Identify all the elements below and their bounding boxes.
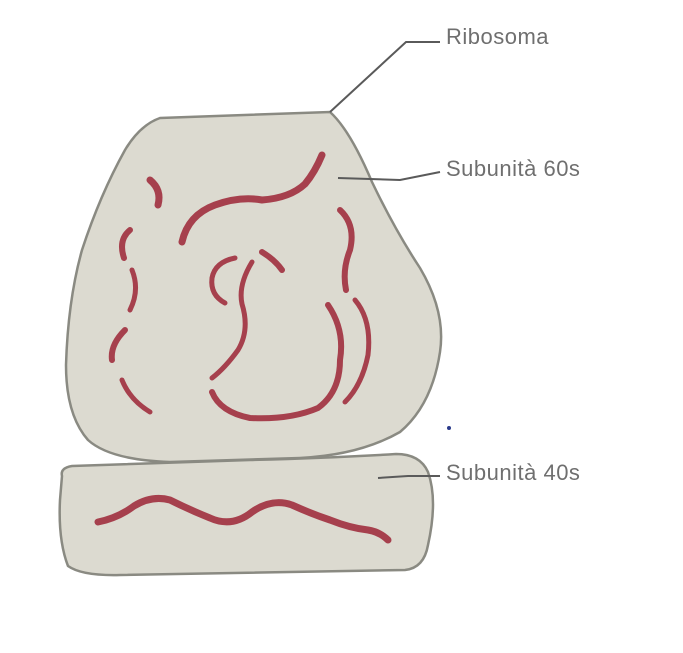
ribosome-label: Ribosoma (446, 24, 549, 50)
large-subunit-60s (66, 112, 441, 462)
stray-dot (447, 426, 451, 430)
subunit-60s-label: Subunità 60s (446, 156, 580, 182)
leader-line-ribosome (330, 42, 440, 112)
subunit-40s-label: Subunità 40s (446, 460, 580, 486)
